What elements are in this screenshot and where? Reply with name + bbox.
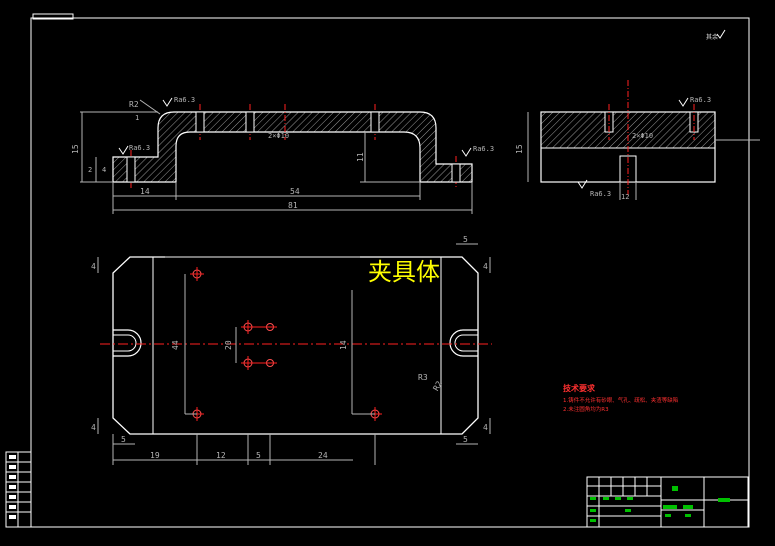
front-dim-c: 1 <box>135 114 139 122</box>
front-dim-height-right: 11 <box>356 152 365 162</box>
front-dim-height-left: 15 <box>71 144 80 154</box>
top-view: 44 20 14 5 4 4 4 4 5 5 R3 R2 19 12 5 24 <box>91 235 492 465</box>
front-hole <box>245 111 255 133</box>
front-dim-w14: 14 <box>140 187 150 196</box>
roughness-symbol-icon <box>678 97 689 107</box>
top-dim-w19: 19 <box>150 451 160 460</box>
roughness-symbol-icon <box>577 179 588 189</box>
front-hole <box>126 156 136 183</box>
side-ra-2: Ra6.3 <box>590 190 611 198</box>
side-dim-hole: 2×Φ10 <box>632 132 653 140</box>
top-dim-bottom-left-5: 5 <box>121 435 126 444</box>
top-dim-right-4-top: 4 <box>483 262 488 271</box>
front-hole <box>451 163 461 183</box>
side-view: 15 2×Φ10 12 Ra6.3 Ra6.3 <box>515 80 760 201</box>
top-dim-left-4-top: 4 <box>91 262 96 271</box>
top-dim-right-4-bot: 4 <box>483 423 488 432</box>
roughness-note: 其余 <box>706 29 726 41</box>
roughness-symbol-icon <box>118 145 129 155</box>
front-dim-w81: 81 <box>288 201 298 210</box>
front-dim-r2: R2 <box>129 100 139 109</box>
drawing-number-box <box>32 13 74 20</box>
right-u-slot <box>449 329 478 357</box>
front-ra-2: Ra6.3 <box>129 144 150 152</box>
front-dim-a: 2 <box>88 166 92 174</box>
right-u-slot-inner <box>454 334 478 352</box>
front-ra-1: Ra6.3 <box>174 96 195 104</box>
tech-req-item: 2.未注圆角均为R3 <box>563 405 609 413</box>
top-dim-top-right-5: 5 <box>463 235 468 244</box>
top-dim-vertical-mid: 20 <box>224 340 233 350</box>
top-dim-w12: 12 <box>216 451 226 460</box>
side-ra-1: Ra6.3 <box>690 96 711 104</box>
top-dim-left-4-bot: 4 <box>91 423 96 432</box>
technical-requirements: 技术要求 1.铸件不允许有砂眼、气孔、疏松、夹渣等缺陷 2.未注圆角均为R3 <box>563 383 678 413</box>
sheet-border <box>30 17 750 528</box>
side-dim-height: 15 <box>515 144 524 154</box>
front-hole <box>195 111 205 133</box>
front-view: R2 15 2 4 1 11 14 54 81 2×Φ10 Ra6.3 Ra6.… <box>71 96 494 214</box>
drawing-title: 夹具体 <box>368 258 440 286</box>
roughness-note-text: 其余 <box>706 33 718 41</box>
top-dim-w5: 5 <box>256 451 261 460</box>
top-dim-r2: R2 <box>431 379 444 392</box>
title-block <box>586 476 749 528</box>
roughness-symbol-icon <box>716 29 726 39</box>
tech-req-item: 1.铸件不允许有砂眼、气孔、疏松、夹渣等缺陷 <box>563 396 678 404</box>
left-u-slot-inner <box>113 334 137 352</box>
front-dim-b: 4 <box>102 166 106 174</box>
left-u-slot <box>113 329 142 357</box>
front-ra-3: Ra6.3 <box>473 145 494 153</box>
front-section-outline <box>112 111 473 183</box>
tech-req-heading: 技术要求 <box>563 383 596 393</box>
roughness-symbol-icon <box>461 147 472 157</box>
top-dim-vertical-left: 44 <box>171 340 180 350</box>
front-dim-hole: 2×Φ10 <box>268 132 289 140</box>
top-dim-w24: 24 <box>318 451 328 460</box>
top-outline <box>112 256 479 435</box>
top-dim-r3: R3 <box>418 373 428 382</box>
top-dim-vertical-right: 14 <box>339 340 348 350</box>
side-dim-width: 12 <box>621 193 629 201</box>
roughness-symbol-icon <box>162 97 173 107</box>
top-dim-bottom-right-5: 5 <box>463 435 468 444</box>
front-hole <box>370 111 380 133</box>
margin-table <box>5 451 32 528</box>
front-dim-w54: 54 <box>290 187 300 196</box>
